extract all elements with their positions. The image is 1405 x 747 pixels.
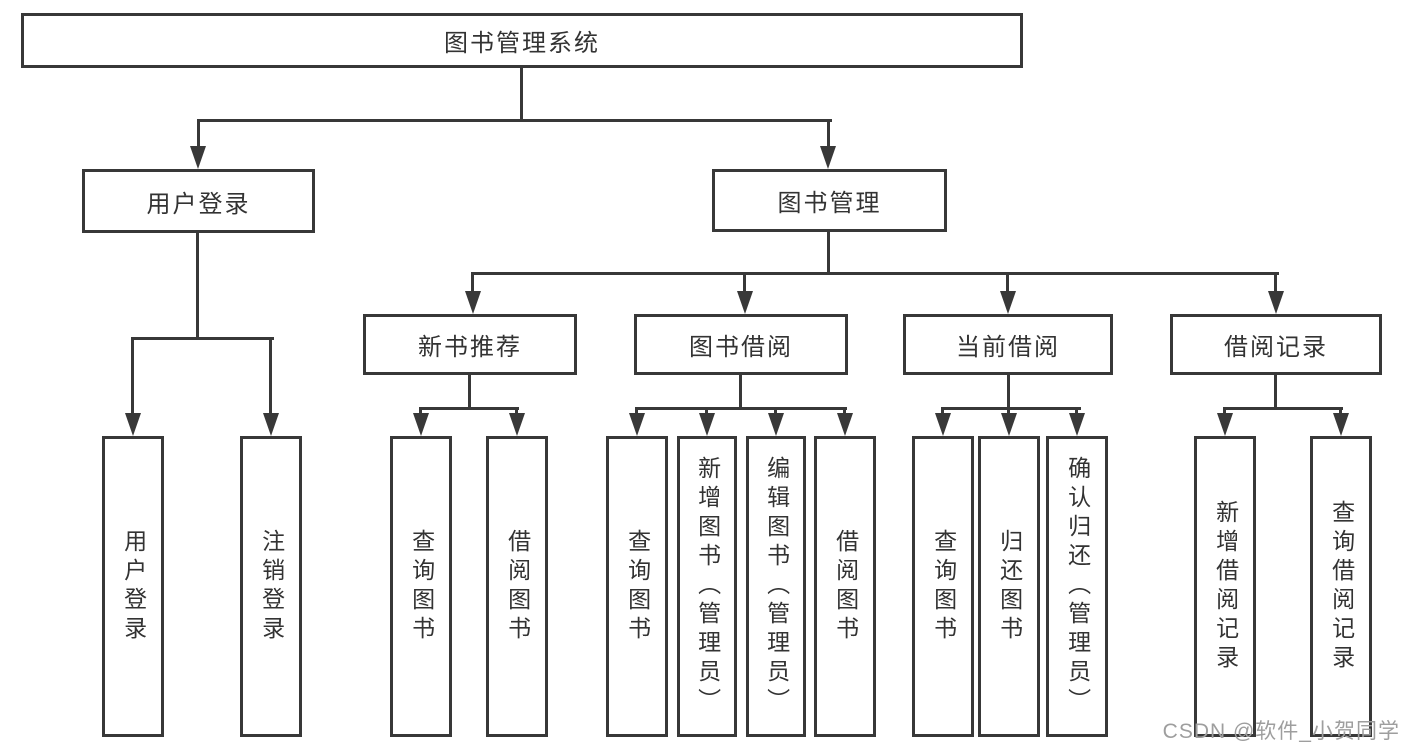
node-label: 确认归还（管理员）: [1064, 456, 1091, 717]
node-borrow-books-2: 借阅图书: [814, 436, 876, 737]
node-label: 图书管理系统: [444, 30, 600, 57]
connector-shaft: [743, 272, 746, 293]
csdn-watermark: CSDN @软件_小贺同学: [1162, 720, 1400, 743]
node-label: 查询图书: [624, 528, 651, 645]
arrow-down-icon: [699, 413, 715, 436]
node-current-borrowing: 当前借阅: [903, 314, 1113, 375]
node-query-books-3: 查询图书: [912, 436, 974, 737]
node-label: 用户登录: [120, 528, 147, 645]
node-borrowing-records: 借阅记录: [1170, 314, 1382, 375]
node-query-books-2: 查询图书: [606, 436, 668, 737]
connector-stub: [739, 375, 742, 410]
node-label: 新增借阅记录: [1212, 499, 1239, 674]
arrow-down-icon: [1069, 413, 1085, 436]
node-book-management: 图书管理: [712, 169, 947, 232]
connector-feeder: [419, 407, 519, 410]
connector-shaft: [269, 337, 272, 415]
connector-shaft: [197, 119, 200, 149]
connector-shaft: [131, 337, 134, 415]
arrow-down-icon: [509, 413, 525, 436]
arrow-down-icon: [737, 291, 753, 314]
arrow-down-icon: [935, 413, 951, 436]
node-user-login: 用户登录: [82, 169, 315, 233]
connector-userlogin-stub: [196, 233, 199, 340]
node-label: 归还图书: [996, 528, 1023, 645]
node-label: 用户登录: [146, 190, 251, 218]
node-add-borrow-record: 新增借阅记录: [1194, 436, 1256, 737]
node-label: 注销登录: [258, 528, 285, 645]
connector-userlogin-feeder: [131, 337, 274, 340]
connector-shaft: [1006, 272, 1009, 293]
node-book-borrowing: 图书借阅: [634, 314, 848, 375]
node-add-book-admin: 新增图书（管理员）: [677, 436, 737, 737]
node-borrow-books-1: 借阅图书: [486, 436, 548, 737]
node-user-login-leaf: 用户登录: [102, 436, 164, 737]
connector-shaft: [635, 407, 638, 417]
connector-shaft: [705, 407, 708, 417]
connector-shaft: [1007, 407, 1010, 417]
node-label: 借阅记录: [1224, 334, 1328, 361]
connector-shaft: [1274, 272, 1277, 293]
node-label: 新书推荐: [418, 334, 522, 361]
connector-stub: [468, 375, 471, 410]
connector-shaft: [471, 272, 474, 293]
node-library-system: 图书管理系统: [21, 13, 1023, 68]
connector-shaft: [843, 407, 846, 417]
arrow-down-icon: [263, 413, 279, 436]
arrow-down-icon: [768, 413, 784, 436]
connector-bookmgmt-stub: [827, 232, 830, 275]
connector-feeder: [1223, 407, 1343, 410]
node-label: 查询图书: [408, 528, 435, 645]
connector-shaft: [515, 407, 518, 417]
arrow-down-icon: [820, 146, 836, 169]
arrow-down-icon: [1268, 291, 1284, 314]
arrow-down-icon: [413, 413, 429, 436]
connector-feeder: [941, 407, 1081, 410]
node-confirm-return-admin: 确认归还（管理员）: [1046, 436, 1108, 737]
connector-bookmgmt-feeder: [471, 272, 1279, 275]
node-edit-book-admin: 编辑图书（管理员）: [746, 436, 806, 737]
node-label: 查询图书: [930, 528, 957, 645]
arrow-down-icon: [629, 413, 645, 436]
node-label: 借阅图书: [832, 528, 859, 645]
node-label: 图书管理: [777, 190, 882, 217]
arrow-down-icon: [1001, 413, 1017, 436]
arrow-down-icon: [1333, 413, 1349, 436]
node-label: 当前借阅: [956, 334, 1060, 361]
node-label: 新增图书（管理员）: [694, 456, 721, 717]
arrow-down-icon: [190, 146, 206, 169]
node-label: 编辑图书（管理员）: [763, 456, 790, 717]
node-label: 图书借阅: [689, 334, 793, 361]
connector-shaft: [419, 407, 422, 417]
connector-shaft: [941, 407, 944, 417]
connector-stub: [1007, 375, 1010, 410]
connector-root-feeder: [197, 119, 832, 122]
connector-root-stub: [520, 68, 523, 122]
arrow-down-icon: [125, 413, 141, 436]
connector-stub: [1274, 375, 1277, 410]
arrow-down-icon: [465, 291, 481, 314]
node-new-book-recommend: 新书推荐: [363, 314, 577, 375]
node-label: 借阅图书: [504, 528, 531, 645]
node-logout: 注销登录: [240, 436, 302, 737]
node-return-book: 归还图书: [978, 436, 1040, 737]
connector-shaft: [1223, 407, 1226, 417]
arrow-down-icon: [1217, 413, 1233, 436]
connector-shaft: [774, 407, 777, 417]
arrow-down-icon: [837, 413, 853, 436]
connector-shaft: [827, 119, 830, 149]
connector-feeder: [635, 407, 847, 410]
connector-shaft: [1339, 407, 1342, 417]
node-query-books-1: 查询图书: [390, 436, 452, 737]
connector-shaft: [1075, 407, 1078, 417]
arrow-down-icon: [1000, 291, 1016, 314]
node-query-borrow-record: 查询借阅记录: [1310, 436, 1372, 737]
node-label: 查询借阅记录: [1328, 499, 1355, 674]
